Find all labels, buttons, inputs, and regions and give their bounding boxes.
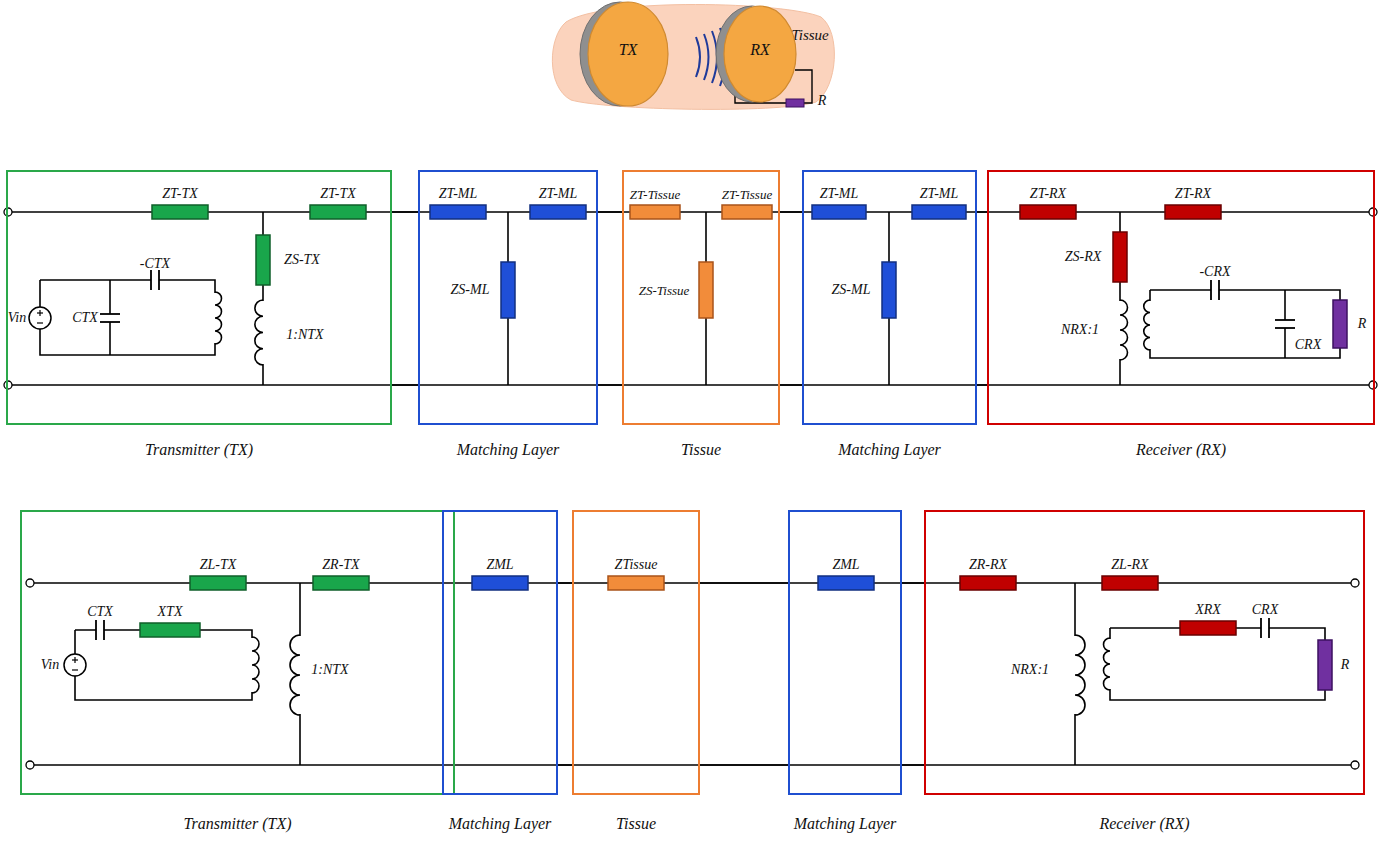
wire-connector	[977, 384, 987, 386]
tissue-illustration: TissueTX RX	[546, 2, 838, 110]
component-label: -CTX	[140, 257, 170, 271]
matching-layer-block: Matching Layer	[802, 170, 977, 425]
matching-layer-block: Matching Layer	[788, 510, 902, 795]
receiver-block: Receiver (RX)	[987, 170, 1375, 425]
component-label: R	[818, 94, 827, 108]
transmitter-block: Transmitter (TX)	[6, 170, 392, 425]
wire-connector	[780, 211, 802, 213]
block-caption: Tissue	[681, 441, 721, 459]
tissue-block: Tissue	[622, 170, 780, 425]
wire-connector	[392, 211, 418, 213]
wire-connector	[558, 582, 572, 584]
wire-connector	[392, 384, 418, 386]
block-caption: Transmitter (TX)	[183, 815, 291, 833]
component-label: NRX:1	[1061, 323, 1099, 337]
component-label: Vin	[8, 311, 26, 325]
component-label: Vin	[41, 658, 59, 672]
part-label: RX	[750, 41, 770, 59]
wire-connector	[700, 764, 788, 766]
block-caption: Matching Layer	[794, 815, 897, 833]
part-label: TX	[619, 41, 638, 59]
wire-connector	[558, 764, 572, 766]
component-label: ZT-TX	[162, 187, 198, 201]
tissue-block: Tissue	[572, 510, 700, 795]
component-label: ZT-ML	[820, 187, 859, 201]
component-label: ZT-Tissue	[630, 188, 680, 201]
component-label: ZS-Tissue	[639, 284, 690, 297]
component-label: ZML	[832, 558, 859, 572]
component-label: ZT-TX	[320, 187, 356, 201]
component-label: R	[1341, 658, 1350, 672]
component-label: ZR-RX	[969, 558, 1007, 572]
component-label: 1:NTX	[286, 328, 323, 342]
transmitter-block: Transmitter (TX)	[20, 510, 455, 795]
tx-transducer: TX	[578, 0, 670, 108]
component-label: ZT-RX	[1030, 187, 1066, 201]
component-label: ZT-ML	[920, 187, 959, 201]
component-label: ZR-TX	[322, 558, 359, 572]
component-label: 1:NTX	[311, 663, 348, 677]
component-label: ZT-RX	[1175, 187, 1211, 201]
block-caption: Matching Layer	[838, 441, 941, 459]
component-label: XTX	[158, 605, 183, 619]
component-label: ZS-RX	[1065, 250, 1102, 264]
block-caption: Matching Layer	[457, 441, 560, 459]
wire-connector	[700, 582, 788, 584]
component-label: R	[1358, 317, 1367, 331]
block-caption: Receiver (RX)	[1099, 815, 1189, 833]
component-label: NRX:1	[1011, 663, 1049, 677]
component-label: ZT-ML	[539, 187, 578, 201]
wire-connector	[598, 211, 622, 213]
part-label: Tissue	[791, 27, 829, 44]
component-label: CRX	[1252, 603, 1278, 617]
component-label: ZTissue	[615, 558, 658, 572]
component-label: ZT-ML	[439, 187, 478, 201]
wire-connector	[902, 764, 924, 766]
matching-layer-block: Matching Layer	[418, 170, 598, 425]
block-caption: Matching Layer	[449, 815, 552, 833]
matching-layer-block: Matching Layer	[442, 510, 558, 795]
wire-connector	[598, 384, 622, 386]
rx-transducer: RX	[716, 4, 798, 104]
wire-connector	[977, 211, 987, 213]
component-label: ZS-ML	[451, 283, 490, 297]
component-label: ZS-TX	[284, 253, 320, 267]
component-label: CTX	[72, 311, 98, 325]
wire-connector	[780, 384, 802, 386]
component-label: ZL-TX	[200, 558, 237, 572]
block-caption: Transmitter (TX)	[145, 441, 253, 459]
receiver-block: Receiver (RX)	[924, 510, 1365, 795]
component-label: -CRX	[1199, 265, 1230, 279]
block-caption: Tissue	[616, 815, 656, 833]
component-label: CTX	[87, 605, 113, 619]
component-label: ZL-RX	[1111, 558, 1148, 572]
component-label: XRX	[1195, 603, 1221, 617]
component-label: ZML	[486, 558, 513, 572]
component-label: ZS-ML	[832, 283, 871, 297]
component-label: CRX	[1295, 338, 1321, 352]
component-label: ZT-Tissue	[722, 188, 772, 201]
block-caption: Receiver (RX)	[1136, 441, 1226, 459]
wire-connector	[902, 582, 924, 584]
